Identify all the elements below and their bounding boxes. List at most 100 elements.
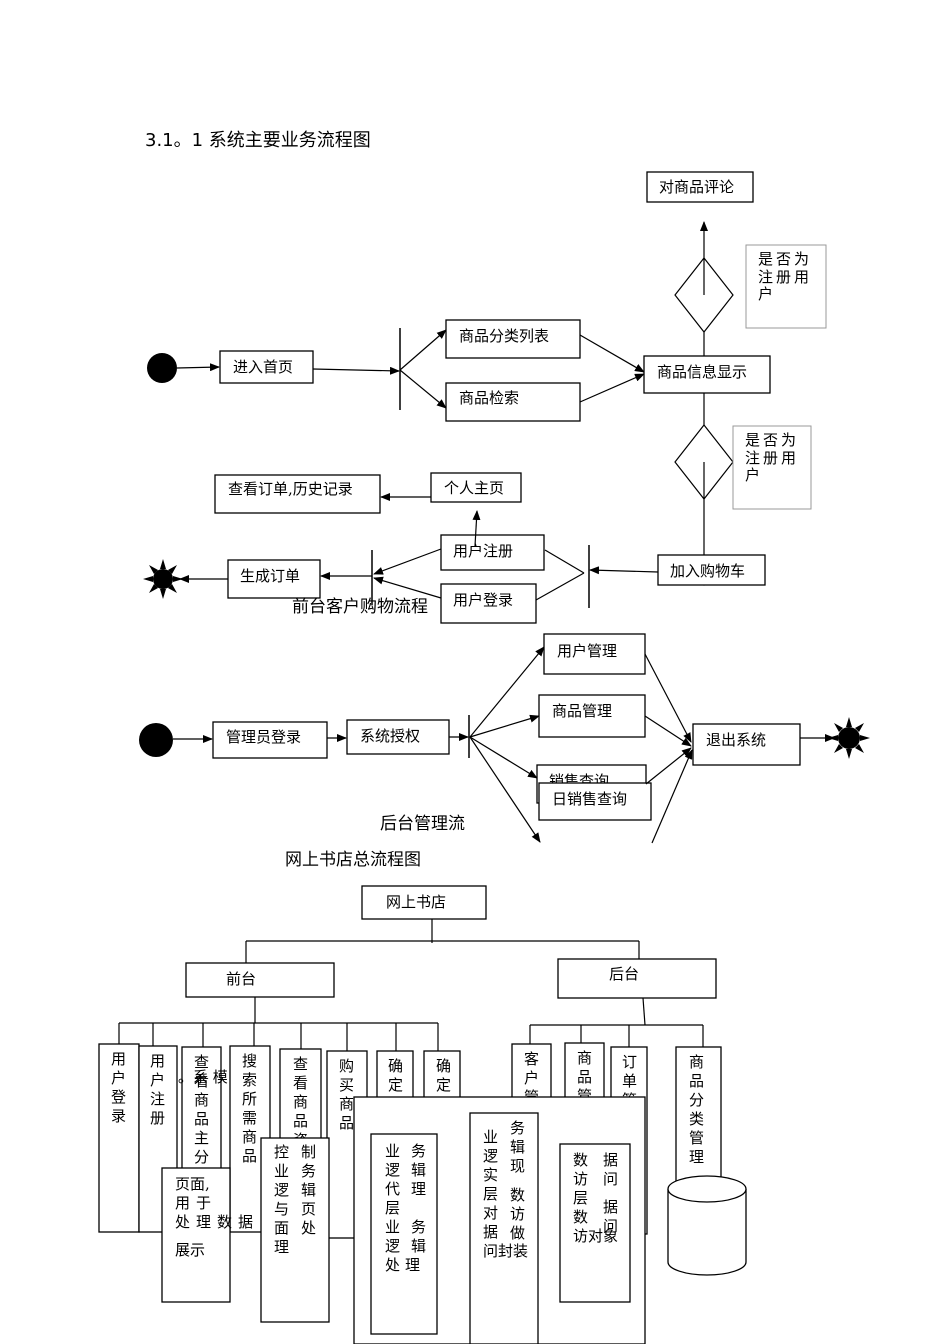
svg-text:逻: 逻 [483, 1147, 498, 1165]
svg-text:辑: 辑 [411, 1237, 426, 1255]
front-item-confirm-1: 确定 [376, 1050, 414, 1102]
svg-text:后台: 后台 [609, 965, 639, 983]
svg-text:问: 问 [603, 1170, 618, 1188]
svg-text:商: 商 [577, 1049, 592, 1067]
svg-text:理: 理 [405, 1256, 420, 1274]
svg-text:处理数据: 处理数据 [175, 1213, 259, 1231]
svg-text:品: 品 [339, 1114, 354, 1132]
svg-text:注册用: 注册用 [758, 268, 812, 286]
svg-text:商: 商 [339, 1095, 354, 1113]
svg-text:理: 理 [274, 1238, 289, 1256]
svg-text:个人主页: 个人主页 [444, 479, 504, 497]
svg-text:数: 数 [510, 1186, 525, 1204]
svg-text:是否为: 是否为 [758, 250, 812, 268]
svg-text:确: 确 [436, 1057, 451, 1075]
svg-text:索: 索 [242, 1071, 257, 1089]
svg-text:订: 订 [622, 1053, 637, 1071]
svg-text:购: 购 [339, 1057, 354, 1075]
svg-text:分: 分 [194, 1148, 209, 1166]
decision-lower-label: 是否为 注册用 户 [732, 425, 812, 510]
svg-text:前台: 前台 [226, 970, 256, 988]
svg-text:定: 定 [436, 1076, 451, 1094]
svg-text:用户注册: 用户注册 [453, 542, 513, 560]
svg-text:商: 商 [242, 1128, 257, 1146]
svg-text:务: 务 [301, 1162, 316, 1180]
svg-text:逻: 逻 [385, 1161, 400, 1179]
svg-text:主: 主 [194, 1129, 209, 1147]
svg-text:对商品评论: 对商品评论 [659, 178, 734, 196]
svg-text:处: 处 [301, 1219, 316, 1237]
node-back: 后台 [557, 958, 717, 999]
end-node-front [143, 559, 183, 599]
svg-text:商品检索: 商品检索 [459, 389, 519, 407]
node-search: 商品检索 [445, 382, 581, 422]
svg-text:层: 层 [385, 1199, 400, 1217]
caption-front-flow: 前台客户购物流程 [292, 597, 428, 617]
node-user-mgmt: 用户管理 [543, 633, 646, 675]
node-profile: 个人主页 [430, 472, 522, 503]
svg-text:辑: 辑 [411, 1161, 426, 1179]
svg-text:据: 据 [483, 1223, 498, 1241]
svg-text:看: 看 [194, 1072, 209, 1090]
svg-text:日销售查询: 日销售查询 [552, 790, 627, 808]
stray-text: 。系 模 [178, 1068, 228, 1086]
svg-text:制: 制 [301, 1143, 316, 1161]
svg-text:类: 类 [689, 1110, 704, 1128]
svg-text:业: 业 [385, 1218, 400, 1236]
svg-text:业: 业 [385, 1142, 400, 1160]
node-category-list: 商品分类列表 [445, 319, 581, 359]
svg-text:理: 理 [411, 1180, 426, 1198]
svg-text:处: 处 [385, 1256, 400, 1274]
node-enter-home: 进入首页 [219, 350, 314, 384]
svg-text:控: 控 [274, 1143, 289, 1161]
svg-text:页: 页 [301, 1200, 316, 1218]
node-product-info: 商品信息显示 [643, 355, 771, 394]
node-admin-login: 管理员登录 [212, 721, 328, 759]
svg-text:品: 品 [577, 1068, 592, 1086]
layer-control: 控业 逻与 面理 制务 辑页 处 [260, 1137, 330, 1323]
svg-text:查: 查 [293, 1055, 308, 1073]
layer-business-impl: 业逻 实层 对据 问 务辑 现数 访做 封装 [469, 1112, 539, 1344]
svg-text:注册用: 注册用 [745, 449, 799, 467]
svg-text:品: 品 [194, 1110, 209, 1128]
end-node-back [828, 717, 870, 759]
svg-text:问: 问 [603, 1217, 618, 1235]
decision-upper-label: 是否为 注册用 户 [745, 244, 827, 329]
svg-text:数: 数 [573, 1208, 588, 1226]
svg-text:用: 用 [111, 1050, 126, 1068]
svg-text:务: 务 [411, 1218, 426, 1236]
svg-text:务: 务 [510, 1119, 525, 1137]
layer-data-access: 数访 层数 访 据问 据问 对象 [559, 1143, 631, 1303]
node-add-cart: 加入购物车 [657, 554, 766, 586]
node-goods-mgmt: 商品管理 [538, 694, 646, 738]
svg-text:分: 分 [689, 1091, 704, 1109]
svg-text:访: 访 [510, 1205, 525, 1223]
svg-text:据: 据 [603, 1151, 618, 1169]
svg-text:管: 管 [689, 1129, 704, 1147]
svg-text:商品信息显示: 商品信息显示 [657, 363, 747, 381]
svg-text:数: 数 [573, 1151, 588, 1169]
svg-text:看: 看 [293, 1074, 308, 1092]
layer-presentation: 页面, 用于 处理数据 展示 [161, 1167, 259, 1303]
start-node-back [139, 723, 173, 757]
svg-text:单: 单 [622, 1072, 637, 1090]
svg-text:加入购物车: 加入购物车 [670, 562, 745, 580]
node-daily-sales: 日销售查询 [538, 782, 652, 821]
svg-text:是否为: 是否为 [745, 431, 799, 449]
database-icon [667, 1175, 747, 1276]
svg-text:与: 与 [274, 1200, 289, 1218]
svg-text:现: 现 [510, 1157, 525, 1175]
svg-text:层: 层 [483, 1185, 498, 1203]
svg-text:业: 业 [274, 1162, 289, 1180]
svg-text:据: 据 [603, 1198, 618, 1216]
svg-text:注: 注 [150, 1090, 165, 1108]
caption-overall: 网上书店总流程图 [285, 850, 421, 870]
node-comment: 对商品评论 [646, 171, 754, 203]
svg-text:面: 面 [274, 1219, 289, 1237]
svg-text:网上书店: 网上书店 [386, 893, 446, 911]
svg-text:用于: 用于 [175, 1194, 217, 1212]
svg-text:查: 查 [194, 1053, 209, 1071]
svg-text:封装: 封装 [498, 1242, 528, 1260]
node-front: 前台 [185, 962, 335, 998]
svg-text:访: 访 [573, 1227, 588, 1245]
